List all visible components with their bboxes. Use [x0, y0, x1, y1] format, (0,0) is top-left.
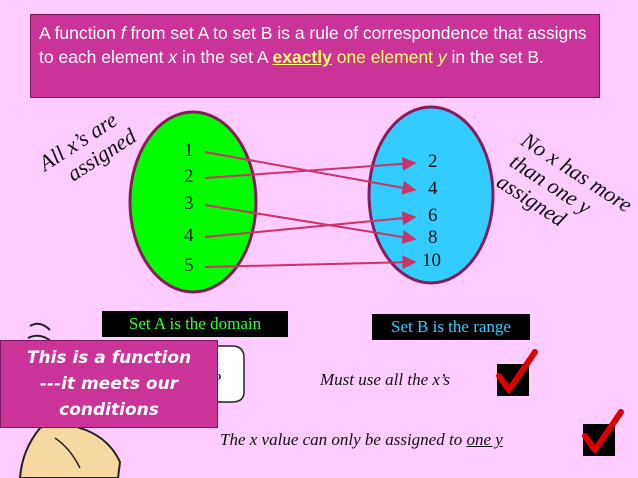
- definition-text-3: in the set A: [177, 47, 273, 67]
- definition-y: y: [437, 47, 447, 67]
- set-a-element: 1: [184, 140, 194, 161]
- mapping-arrow: [204, 255, 417, 270]
- definition-one: one element: [331, 47, 438, 67]
- checkmark-icon: [582, 409, 624, 453]
- definition-box: A function f from set A to set B is a ru…: [30, 14, 600, 98]
- rule-one-y: The x value can only be assigned to one …: [220, 430, 503, 450]
- set-a-ellipse: [128, 110, 258, 294]
- mapping-arrow: [204, 204, 417, 244]
- callout-line: ---it meets our: [39, 374, 179, 394]
- callout-line: conditions: [59, 400, 159, 420]
- set-a-domain-label: Set A is the domain: [102, 311, 288, 337]
- definition-x: x: [168, 47, 178, 67]
- definition-text-4: in the set B.: [446, 47, 544, 67]
- mapping-arrow: [204, 156, 417, 179]
- set-a-element: 5: [184, 255, 194, 276]
- checkmark-icon: [496, 349, 538, 393]
- mapping-arrow: [204, 211, 417, 238]
- rule-1-checkbox: [496, 349, 538, 396]
- definition-text-1: A function: [39, 23, 121, 43]
- definition-f: f: [120, 23, 126, 43]
- callout-line: This is a function: [26, 348, 192, 368]
- function-conclusion-callout: This is a function ---it meets our condi…: [0, 340, 218, 428]
- rule-2-checkbox: [582, 409, 624, 456]
- set-b-element: 8: [428, 227, 438, 248]
- rule-use-all-x: Must use all the x’s: [320, 370, 451, 389]
- set-a-element: 4: [184, 225, 194, 246]
- definition-text-2: from set A to set B is a rule of corresp…: [39, 23, 587, 67]
- set-b-element: 2: [428, 151, 438, 172]
- set-a-element: 3: [184, 193, 194, 214]
- set-b-element: 4: [428, 178, 438, 199]
- rule-one-y-text: The x value can only be assigned to: [220, 430, 467, 449]
- set-b-element: 6: [428, 205, 438, 226]
- set-a-element: 2: [184, 166, 194, 187]
- set-b-element: 10: [422, 250, 441, 271]
- definition-exactly: exactly: [272, 47, 332, 67]
- set-b-ellipse: [367, 105, 495, 285]
- rule-one-y-emphasis: one y: [466, 430, 503, 449]
- set-b-range-label: Set B is the range: [372, 314, 530, 340]
